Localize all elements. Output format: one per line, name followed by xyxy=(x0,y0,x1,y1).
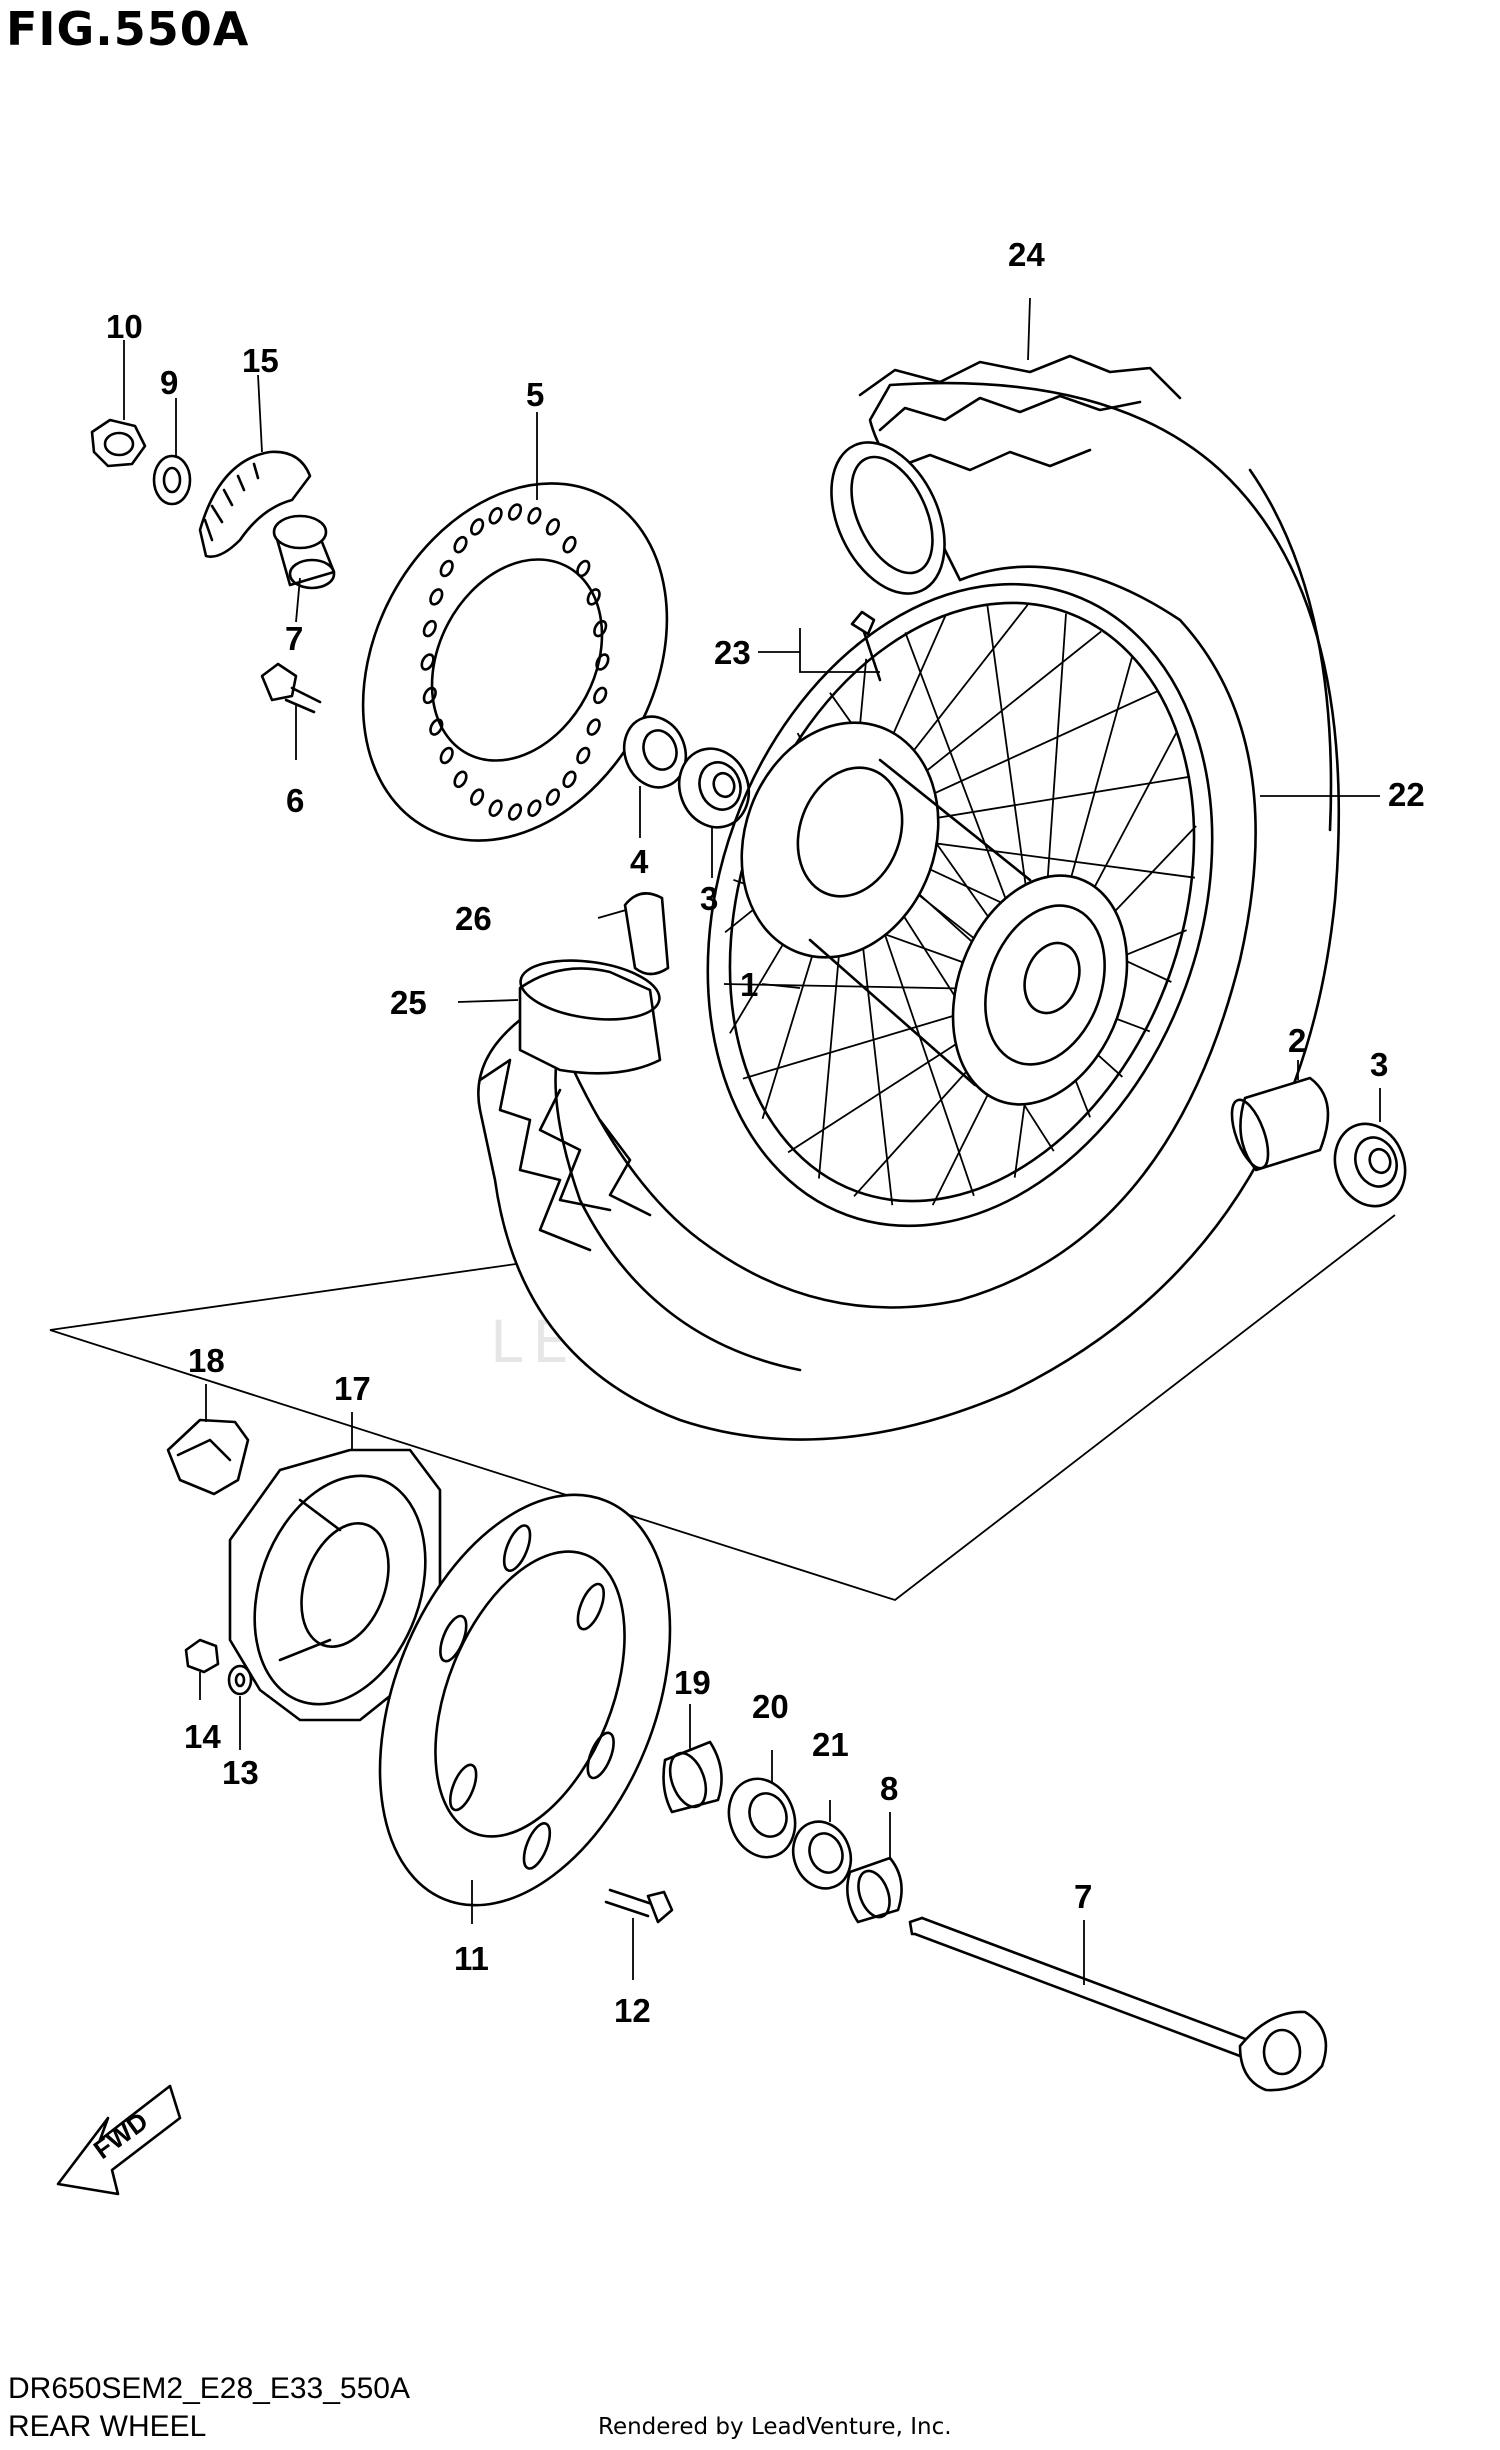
callout-18: 18 xyxy=(188,1342,225,1379)
fwd-direction-badge: FWD xyxy=(56,2084,182,2196)
part-7-axle xyxy=(908,1916,1328,2092)
part-4-oil-seal xyxy=(622,715,688,789)
part-14-washer xyxy=(227,1664,253,1696)
part-18-damper xyxy=(166,1418,250,1496)
leader-lines xyxy=(123,297,1381,1985)
sprocket-hole xyxy=(576,1582,606,1631)
sprocket-hole xyxy=(586,1731,615,1780)
sprocket-hole xyxy=(448,1763,478,1812)
render-credit: Rendered by LeadVenture, Inc. xyxy=(598,2414,952,2440)
disc-hole xyxy=(488,799,503,817)
callout-15: 14 xyxy=(184,1718,221,1755)
disc-hole xyxy=(527,507,542,525)
callout-3-right: 3 xyxy=(1370,1046,1388,1083)
callout-16: 15 xyxy=(242,342,279,379)
disc-hole xyxy=(562,535,577,554)
part-2-spacer xyxy=(1230,1076,1330,1172)
callout-26: 26 xyxy=(455,900,492,937)
callout-24: 24 xyxy=(1008,236,1045,273)
part-8-spacer xyxy=(272,514,336,590)
disc-hole xyxy=(576,559,591,578)
disc-hole xyxy=(453,535,468,554)
callout-21: 21 xyxy=(812,1726,849,1763)
callout-6: 6 xyxy=(286,782,304,819)
callout-14: 13 xyxy=(222,1754,259,1791)
callout-10: 9 xyxy=(160,364,178,401)
disc-hole xyxy=(593,619,608,638)
callout-7: 7 xyxy=(1074,1878,1092,1915)
part-13-bolt xyxy=(604,1888,674,1924)
disc-hole xyxy=(576,746,591,765)
disc-hole xyxy=(422,686,437,705)
disc-hole xyxy=(545,788,560,806)
part-1-rear-hub xyxy=(740,721,1129,1106)
part-9-spacer xyxy=(846,1856,903,1924)
callouts: 10 9 15 5 7 6 4 3 1 26 25 24 23 22 2 3 1… xyxy=(106,236,1425,2029)
part-3-bearing-upper xyxy=(677,747,751,829)
part-16-sensor-ring xyxy=(198,450,312,558)
disc-hole xyxy=(586,718,601,736)
callout-22: 22 xyxy=(1388,776,1425,813)
callout-11: 10 xyxy=(106,308,143,345)
part-20-bearing xyxy=(727,1777,797,1859)
callout-4: 4 xyxy=(630,843,649,880)
disc-hole xyxy=(595,653,610,671)
part-25-tube xyxy=(518,959,662,1075)
disc-hole xyxy=(422,619,437,638)
part-6-bolt xyxy=(260,662,322,714)
part-11-nut xyxy=(90,418,147,468)
callout-8: 7 xyxy=(285,620,303,657)
disc-hole xyxy=(453,770,468,789)
part-15-nut xyxy=(184,1638,220,1674)
callout-20: 20 xyxy=(752,1688,789,1725)
part-3-bearing-right xyxy=(1333,1122,1407,1208)
callout-25: 25 xyxy=(390,984,427,1021)
disc-hole xyxy=(586,588,601,606)
sprocket-hole xyxy=(502,1524,532,1572)
part-5-brake-disc xyxy=(361,482,669,842)
callout-19: 19 xyxy=(674,1664,711,1701)
callout-9: 8 xyxy=(880,1770,898,1807)
part-10-washer xyxy=(152,454,192,506)
disc-hole xyxy=(439,746,454,765)
callout-13: 12 xyxy=(614,1992,651,2029)
disc-hole xyxy=(429,588,444,606)
disc-hole xyxy=(429,718,444,736)
callout-12: 11 xyxy=(454,1940,489,1977)
disc-hole xyxy=(470,518,485,536)
disc-hole xyxy=(593,686,608,705)
part-26-rim-band xyxy=(623,892,670,976)
disc-hole xyxy=(507,803,523,821)
sprocket-hole xyxy=(522,1822,552,1870)
disc-hole xyxy=(507,503,523,521)
disc-hole xyxy=(470,788,485,806)
callout-3-upper: 3 xyxy=(700,880,718,917)
disc-hole xyxy=(488,507,503,525)
figure-title: FIG.550A xyxy=(6,2,250,56)
disc-hole xyxy=(439,559,454,578)
callout-5: 5 xyxy=(526,376,544,413)
figure-name-label: REAR WHEEL xyxy=(8,2410,207,2443)
callout-23: 23 xyxy=(714,634,751,671)
disc-hole xyxy=(527,799,542,817)
callout-1: 1 xyxy=(740,966,758,1003)
part-21-oil-seal xyxy=(791,1820,853,1890)
sprocket-hole xyxy=(439,1614,468,1663)
callout-17: 17 xyxy=(334,1370,371,1407)
disc-hole xyxy=(545,518,560,536)
model-code-label: DR650SEM2_E28_E33_550A xyxy=(8,2372,410,2405)
part-12-rear-sprocket xyxy=(378,1493,672,1907)
part-19-collar xyxy=(662,1740,723,1814)
callout-2: 2 xyxy=(1288,1022,1306,1059)
disc-hole xyxy=(562,770,577,789)
disc-hole xyxy=(420,653,435,671)
part-22-24-rear-tire-and-rim xyxy=(477,354,1341,1441)
